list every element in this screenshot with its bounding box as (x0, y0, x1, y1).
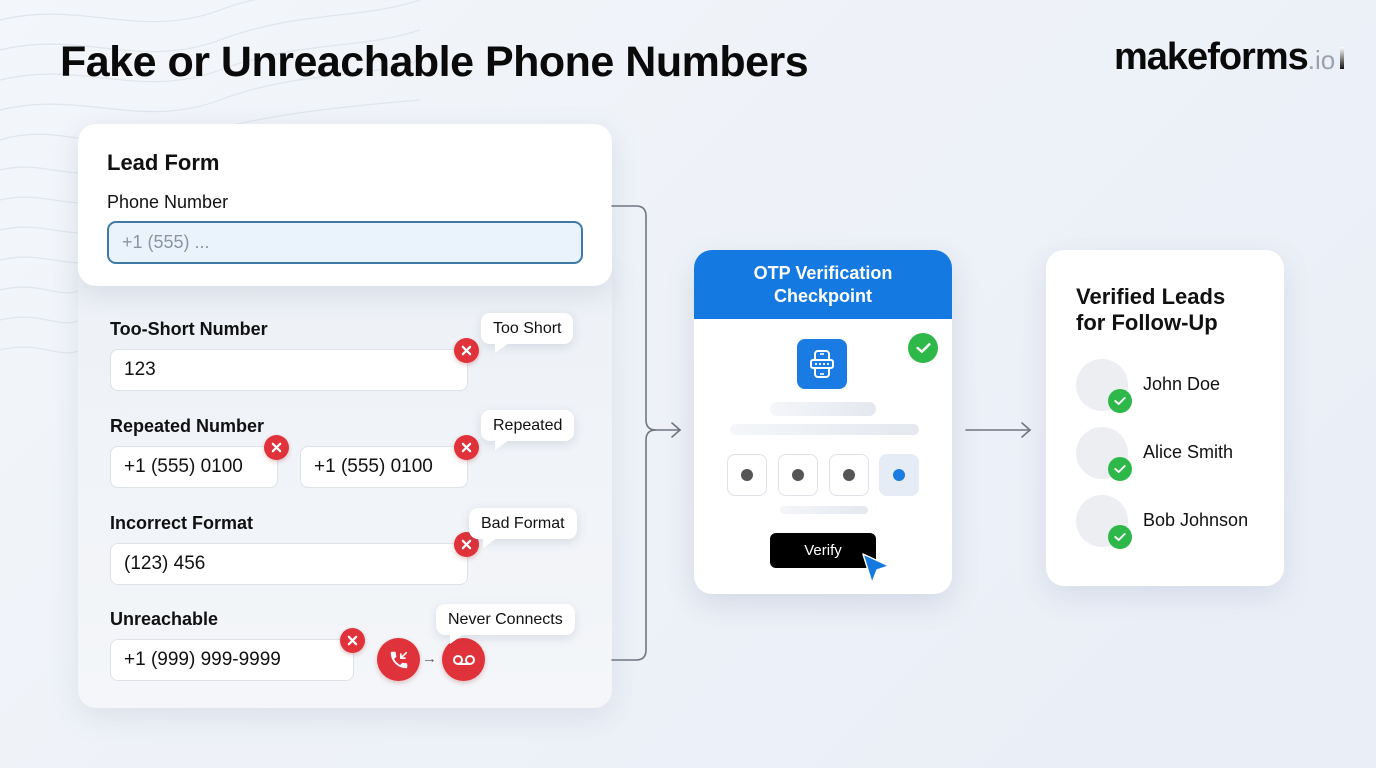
otp-title-line1: OTP Verification (753, 263, 893, 283)
verified-leads-card: Verified Leads for Follow-Up John Doe Al… (1046, 250, 1284, 586)
missed-call-icon (377, 638, 420, 681)
lead-name: Alice Smith (1143, 442, 1234, 462)
otp-digit-3[interactable] (829, 454, 869, 496)
logo-tld: .io (1307, 45, 1336, 75)
bad-format-badge: Bad Format (469, 508, 577, 548)
lead-form-title: Lead Form (107, 150, 220, 175)
placeholder-line (770, 402, 876, 416)
repeated-badge: Repeated (481, 410, 575, 450)
error-x-icon (264, 435, 289, 460)
too-short-label: Too-Short Number (110, 319, 268, 339)
error-x-icon (340, 628, 365, 653)
digit-dot (893, 469, 905, 481)
incorrect-format-label: Incorrect Format (110, 513, 254, 533)
otp-card-header: OTP Verification Checkpoint (694, 250, 952, 319)
incorrect-format-input[interactable]: (123) 456 (110, 543, 468, 585)
otp-verification-card: OTP Verification Checkpoint Verify (694, 250, 952, 594)
verified-title-line1: Verified Leads (1076, 284, 1226, 309)
phone-number-label: Phone Number (107, 192, 229, 212)
lead-list-item[interactable]: John Doe (1076, 359, 1276, 413)
unreachable-input[interactable]: +1 (999) 999-9999 (110, 639, 354, 681)
phone-number-input[interactable] (107, 221, 583, 264)
check-circle-icon (1108, 389, 1132, 413)
logo-bar-mark (1340, 47, 1345, 69)
otp-digit-1[interactable] (727, 454, 767, 496)
digit-dot (792, 469, 804, 481)
too-short-badge: Too Short (481, 313, 574, 353)
brand-logo: makeforms .io (1114, 36, 1345, 79)
voicemail-icon (442, 638, 485, 681)
check-circle-icon (908, 333, 938, 363)
repeated-input-1[interactable]: +1 (555) 0100 (110, 446, 278, 488)
repeated-number-label: Repeated Number (110, 416, 265, 436)
check-circle-icon (1108, 525, 1132, 549)
logo-wordmark: makeforms (1114, 36, 1309, 78)
lead-name: John Doe (1143, 374, 1221, 394)
phone-password-icon (797, 339, 847, 389)
digit-dot (741, 469, 753, 481)
verify-button[interactable]: Verify (770, 533, 876, 568)
check-circle-icon (1108, 457, 1132, 481)
page-title: Fake or Unreachable Phone Numbers (60, 38, 809, 86)
lead-list-item[interactable]: Bob Johnson (1076, 495, 1276, 549)
too-short-input[interactable]: 123 (110, 349, 468, 391)
verified-leads-title: Verified Leads for Follow-Up (1076, 284, 1225, 336)
unreachable-label: Unreachable (110, 609, 219, 629)
otp-digit-2[interactable] (778, 454, 818, 496)
error-x-icon (454, 435, 479, 460)
repeated-input-2[interactable]: +1 (555) 0100 (300, 446, 468, 488)
error-x-icon (454, 338, 479, 363)
pointer-cursor-icon (862, 553, 890, 584)
arrow-right-icon: → (422, 650, 437, 667)
placeholder-line (730, 424, 919, 435)
placeholder-line (780, 506, 868, 514)
lead-form-card: Lead Form Phone Number (78, 124, 612, 286)
lead-list-item[interactable]: Alice Smith (1076, 427, 1276, 481)
otp-digit-4-active[interactable] (879, 454, 919, 496)
lead-name: Bob Johnson (1143, 510, 1249, 530)
never-connects-badge: Never Connects (436, 604, 575, 644)
verified-title-line2: for Follow-Up (1076, 310, 1218, 335)
otp-title-line2: Checkpoint (773, 286, 872, 306)
digit-dot (843, 469, 855, 481)
